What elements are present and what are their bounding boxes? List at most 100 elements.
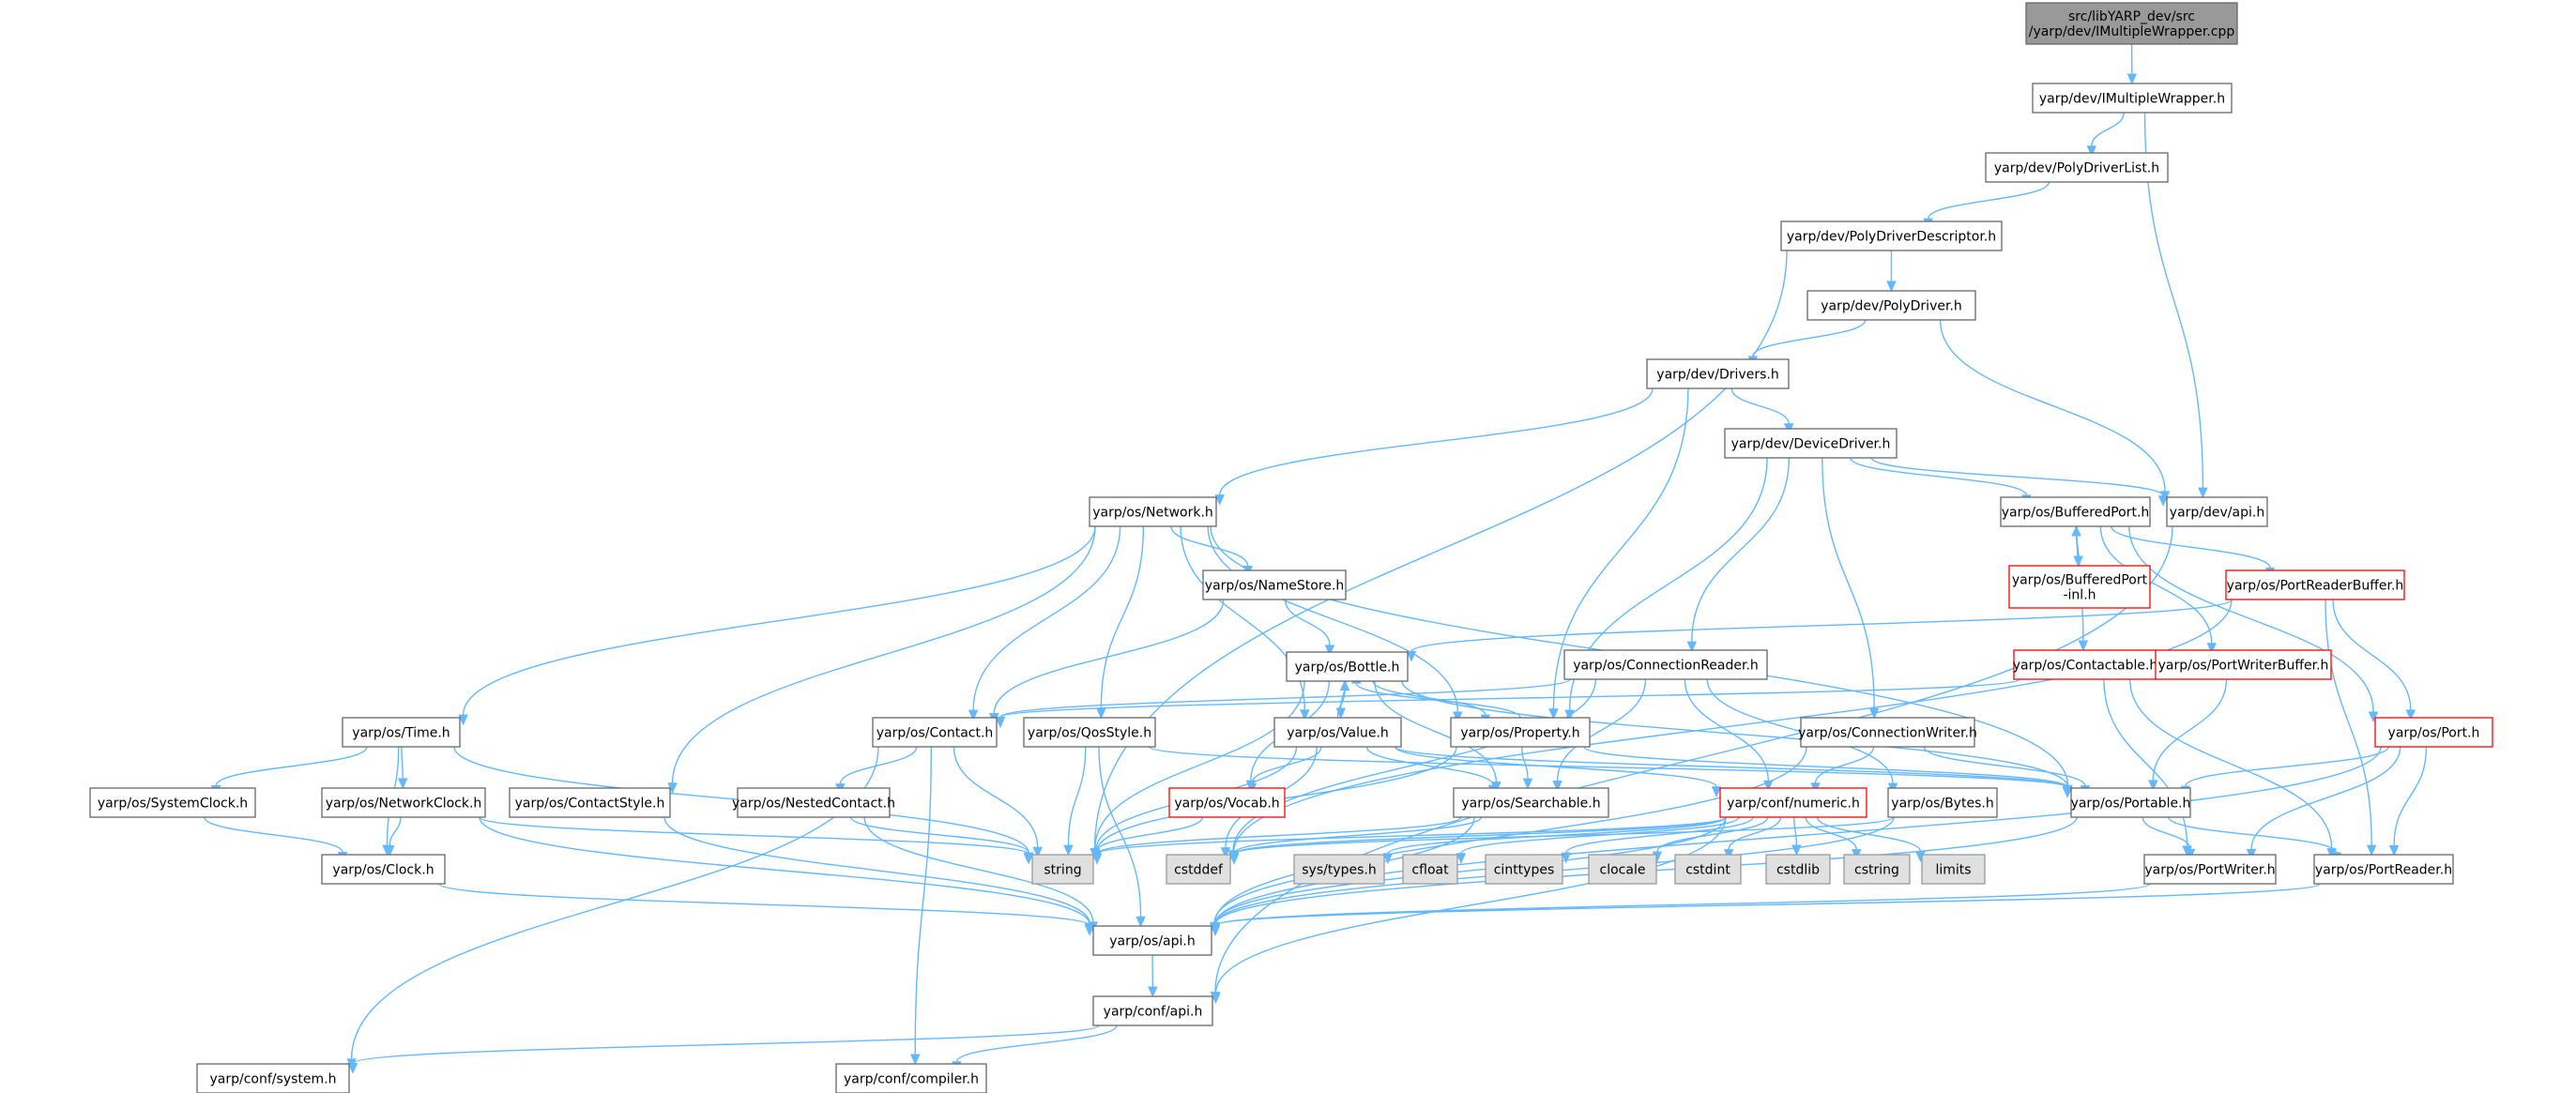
node-drv[interactable]: yarp/dev/Drivers.h [1646,358,1790,389]
edge-time-to-netclock [397,746,408,790]
edge-ctbl-to-pwriter [2103,678,2192,858]
node-search[interactable]: yarp/os/Searchable.h [1453,787,1609,818]
node-label: cfloat [1411,863,1449,878]
node-label: yarp/dev/IMultipleWrapper.h [2039,92,2225,107]
node-label: cstddef [1174,863,1224,878]
node-preader[interactable]: yarp/os/PortReader.h [2313,854,2454,885]
node-label: limits [1935,863,1971,878]
node-prop[interactable]: yarp/os/Property.h [1450,717,1591,748]
node-ncontact[interactable]: yarp/os/NestedContact.h [732,787,895,818]
node-label: cstdlib [1776,863,1820,878]
node-confapi[interactable]: yarp/conf/api.h [1092,995,1213,1026]
node-cr[interactable]: yarp/os/ConnectionReader.h [1563,649,1768,680]
node-box [1843,854,1911,885]
node-label: yarp/os/Vocab.h [1174,797,1279,812]
node-time[interactable]: yarp/os/Time.h [342,717,461,748]
node-bytes[interactable]: yarp/os/Bytes.h [1887,787,1998,818]
node-label: -inl.h [2063,588,2096,603]
node-label: yarp/os/PortWriterBuffer.h [2158,659,2329,674]
edge-osapi-to-confapi [1148,954,1158,998]
node-ctbl[interactable]: yarp/os/Contactable.h [2013,649,2158,680]
node-box [2070,787,2191,818]
edge-net-to-value [1180,525,1310,721]
node-contact[interactable]: yarp/os/Contact.h [872,717,998,748]
node-cstring: cstring [1843,854,1911,885]
node-imw[interactable]: yarp/dev/IMultipleWrapper.h [2032,83,2233,114]
node-bpinl[interactable]: yarp/os/BufferedPort-inl.h [2008,565,2151,609]
edge-dd-to-devapi [1870,457,2169,507]
node-label: yarp/dev/PolyDriver.h [1821,299,1962,314]
edge-root-to-imw [2126,43,2138,85]
node-box [1806,290,1976,321]
node-cstddef: cstddef [1166,854,1231,885]
node-box [872,717,998,748]
node-box [1402,854,1458,885]
node-pwriter[interactable]: yarp/os/PortWriter.h [2143,854,2277,885]
node-label: string [1044,863,1081,878]
node-box [1286,651,1409,682]
edge-net-to-time [458,525,1096,726]
node-label: yarp/os/Bytes.h [1891,797,1993,812]
node-box [1092,925,1212,956]
node-value[interactable]: yarp/os/Value.h [1273,717,1402,748]
edge-numeric-to-string [1091,816,1727,865]
node-box [2225,569,2405,600]
node-vocab[interactable]: yarp/os/Vocab.h [1168,787,1286,818]
edge-net-to-qos [1096,525,1145,720]
node-box [196,1063,350,1093]
node-label: src/libYARP_dev/src [2068,9,2195,24]
node-pdd[interactable]: yarp/dev/PolyDriverDescriptor.h [1780,220,2003,251]
node-osapi[interactable]: yarp/os/api.h [1092,925,1212,956]
node-dd[interactable]: yarp/dev/DeviceDriver.h [1724,428,1898,459]
node-devapi[interactable]: yarp/dev/api.h [2166,496,2268,527]
node-netclock[interactable]: yarp/os/NetworkClock.h [321,787,486,818]
node-cstyle[interactable]: yarp/os/ContactStyle.h [509,787,671,818]
node-box [1588,854,1657,885]
node-pdl[interactable]: yarp/dev/PolyDriverList.h [1985,152,2169,183]
node-qos[interactable]: yarp/os/QosStyle.h [1023,717,1156,748]
node-box [1202,569,1347,600]
edge-numeric-to-cfloat [1456,816,1740,864]
edge-port-to-pwriter [2246,746,2401,860]
node-label: yarp/os/PortWriter.h [2144,863,2275,878]
edges-layer [203,43,2428,1074]
node-label: yarp/os/Network.h [1092,506,1213,521]
node-pd[interactable]: yarp/dev/PolyDriver.h [1806,290,1976,321]
node-bport[interactable]: yarp/os/BufferedPort.h [2000,496,2151,527]
node-pwb[interactable]: yarp/os/PortWriterBuffer.h [2155,649,2332,680]
edge-prop-to-portable [1583,746,2073,798]
node-net[interactable]: yarp/os/Network.h [1089,496,1217,527]
node-label: yarp/os/PortReader.h [2315,863,2452,878]
node-label: cstdint [1685,863,1730,878]
node-label: yarp/os/Property.h [1460,726,1579,741]
node-box [2155,649,2332,680]
node-box [1453,787,1609,818]
node-ns[interactable]: yarp/os/NameStore.h [1202,569,1347,600]
node-label: yarp/os/Portable.h [2071,797,2191,812]
node-sysclock[interactable]: yarp/os/SystemClock.h [89,787,256,818]
node-label: yarp/dev/PolyDriverDescriptor.h [1787,230,1996,245]
node-label: yarp/os/NetworkClock.h [326,797,482,812]
node-compiler[interactable]: yarp/conf/compiler.h [835,1063,987,1093]
node-sys[interactable]: yarp/conf/system.h [196,1063,350,1093]
node-label: yarp/conf/compiler.h [844,1072,979,1087]
node-label: yarp/os/Contactable.h [2013,659,2158,674]
node-box [1921,854,1986,885]
node-systypes: sys/types.h [1293,854,1385,885]
node-label: yarp/os/QosStyle.h [1028,726,1151,741]
node-cinttypes: cinttypes [1485,854,1563,885]
node-prb[interactable]: yarp/os/PortReaderBuffer.h [2225,569,2405,600]
node-portable[interactable]: yarp/os/Portable.h [2070,787,2191,818]
node-box [1450,717,1591,748]
node-port[interactable]: yarp/os/Port.h [2374,717,2493,748]
node-cw[interactable]: yarp/os/ConnectionWriter.h [1798,717,1977,748]
node-label: yarp/os/Searchable.h [1461,797,1600,812]
node-clock[interactable]: yarp/os/Clock.h [321,854,446,885]
node-box [1780,220,2003,251]
node-label: cstring [1854,863,1899,878]
node-box [89,787,256,818]
node-bottle[interactable]: yarp/os/Bottle.h [1286,651,1409,682]
edge-bport-to-pwb [2099,525,2218,654]
node-numeric[interactable]: yarp/conf/numeric.h [1719,787,1867,818]
